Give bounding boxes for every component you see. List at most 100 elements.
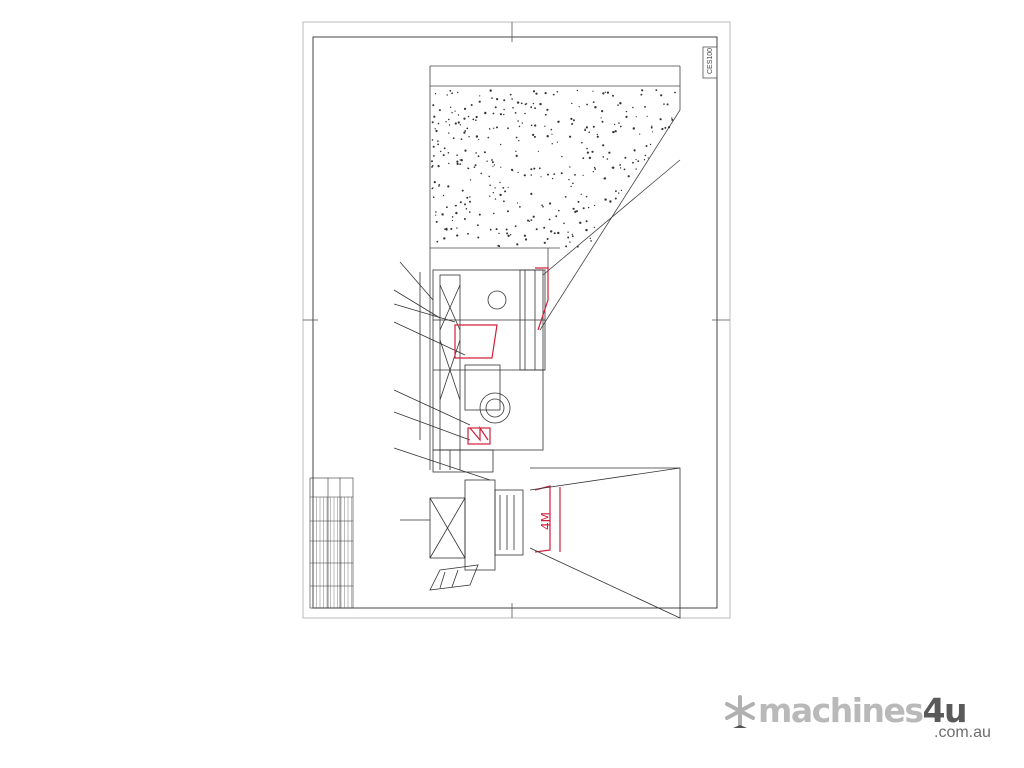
stipple-dot xyxy=(635,116,637,118)
stipple-dot xyxy=(503,99,506,102)
stipple-dot xyxy=(666,103,669,106)
stipple-dot xyxy=(632,127,635,130)
stipple-dot xyxy=(591,150,594,153)
stipple-dot xyxy=(443,237,446,240)
stipple-dot xyxy=(572,182,574,185)
stipple-dot xyxy=(632,161,634,164)
stipple-dot xyxy=(475,135,479,138)
snowflake-logo-icon xyxy=(725,695,755,728)
stipple-dot xyxy=(614,130,617,133)
stipple-dot xyxy=(569,241,571,243)
stipple-dot xyxy=(547,173,549,176)
stipple-dot xyxy=(446,94,448,96)
stipple-dot xyxy=(530,192,533,195)
stipple-dot xyxy=(645,145,648,147)
stipple-dot xyxy=(619,167,622,169)
stipple-dot xyxy=(464,149,467,152)
stipple-dot xyxy=(587,206,590,209)
stipple-dot xyxy=(540,176,542,178)
stipple-dot xyxy=(477,224,479,227)
stipple-dot xyxy=(456,234,459,237)
stipple-dot xyxy=(535,228,538,231)
stipple-dot xyxy=(517,171,519,174)
stipple-dot xyxy=(651,125,653,127)
stipple-dot xyxy=(433,115,436,118)
stipple-dot xyxy=(492,112,495,115)
stipple-dot xyxy=(523,174,526,177)
stipple-dot xyxy=(484,111,487,115)
stipple-dot xyxy=(532,215,535,218)
stipple-dot xyxy=(516,101,520,104)
stipple-dot xyxy=(580,193,582,195)
stipple-dot xyxy=(456,154,458,156)
stipple-dot xyxy=(517,120,519,122)
stipple-dot xyxy=(450,228,452,230)
stipple-dot xyxy=(592,171,595,173)
stipple-dot xyxy=(538,167,541,170)
stipple-dot xyxy=(602,92,605,95)
stipple-dot xyxy=(655,89,658,92)
stipple-dot xyxy=(627,175,630,178)
stipple-dot xyxy=(625,110,628,113)
stipple-dot xyxy=(537,150,540,152)
stipple-dot xyxy=(486,160,488,162)
stipple-dot xyxy=(664,126,667,129)
stipple-dot xyxy=(457,91,459,94)
stipple-dot xyxy=(507,234,510,237)
stipple-dot xyxy=(449,89,452,92)
stipple-dot xyxy=(454,110,456,112)
stipple-dot xyxy=(469,196,471,198)
stipple-dot xyxy=(466,127,469,130)
parts-list-table xyxy=(309,477,354,609)
stipple-dot xyxy=(577,200,580,203)
stipple-dot xyxy=(569,135,572,138)
stipple-dot xyxy=(444,228,446,230)
stipple-dot xyxy=(635,168,637,170)
stipple-dot xyxy=(530,168,533,171)
stipple-dot xyxy=(644,154,647,157)
stipple-dot xyxy=(463,131,466,134)
stipple-dot xyxy=(520,102,523,105)
stipple-dot xyxy=(596,133,598,136)
stipple-dot xyxy=(489,184,491,187)
stipple-dot xyxy=(574,210,577,213)
stipple-dot xyxy=(524,103,527,106)
stipple-dot xyxy=(459,163,462,166)
stipple-dot xyxy=(557,231,560,235)
stipple-dot xyxy=(614,197,617,200)
stipple-dot xyxy=(440,150,442,153)
stipple-dot xyxy=(436,240,439,243)
stipple-dot xyxy=(618,122,620,124)
stipple-dot xyxy=(602,156,605,158)
stipple-dot xyxy=(480,172,483,175)
stipple-dot xyxy=(615,190,617,193)
stipple-dot xyxy=(586,147,588,150)
stipple-dot xyxy=(549,202,552,205)
stipple-dot xyxy=(661,127,664,131)
stipple-dot xyxy=(473,166,476,168)
stipple-dot xyxy=(604,91,606,94)
stipple-dot xyxy=(452,137,455,140)
stipple-dot xyxy=(546,238,549,240)
stipple-dot xyxy=(435,214,437,216)
stipple-dot xyxy=(494,106,497,109)
stipple-dot xyxy=(494,198,497,200)
stipple-dot xyxy=(571,102,573,105)
stipple-dot xyxy=(438,184,441,186)
stipple-dot xyxy=(530,219,533,222)
stipple-dot xyxy=(432,104,435,107)
stipple-dot xyxy=(667,126,671,129)
stipple-dot xyxy=(544,92,547,95)
stipple-dot xyxy=(582,157,585,160)
stipple-dot xyxy=(503,108,505,111)
stipple-dot xyxy=(600,117,602,119)
stipple-dot xyxy=(433,181,436,184)
stipple-dot xyxy=(492,192,494,194)
stipple-dot xyxy=(499,113,502,116)
stipple-dot xyxy=(475,152,477,154)
stipple-dot xyxy=(437,122,440,125)
stipple-dot xyxy=(438,109,441,112)
stipple-dot xyxy=(555,215,558,218)
stipple-dot xyxy=(571,233,573,235)
stipple-dot xyxy=(552,93,555,96)
